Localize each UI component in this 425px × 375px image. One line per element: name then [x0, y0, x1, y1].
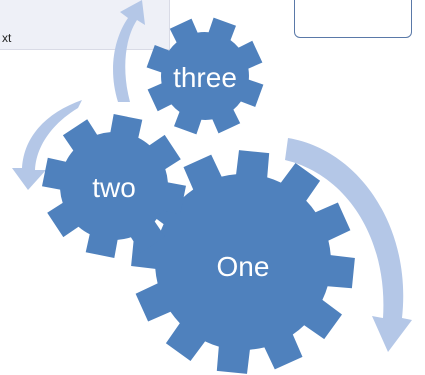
gear-two-label: two — [92, 172, 136, 203]
arrow-three-up — [113, 0, 145, 102]
gear-one-label: One — [217, 251, 270, 282]
gear-two-icon — [42, 114, 186, 258]
gear-three-label: three — [173, 62, 237, 93]
partial-text-label: xt — [2, 31, 12, 45]
empty-note-box — [294, 0, 412, 38]
gear-three-icon — [146, 17, 264, 135]
gear-one-icon — [131, 150, 355, 374]
arrow-two-left — [12, 100, 82, 190]
arrow-one-down — [285, 138, 412, 352]
